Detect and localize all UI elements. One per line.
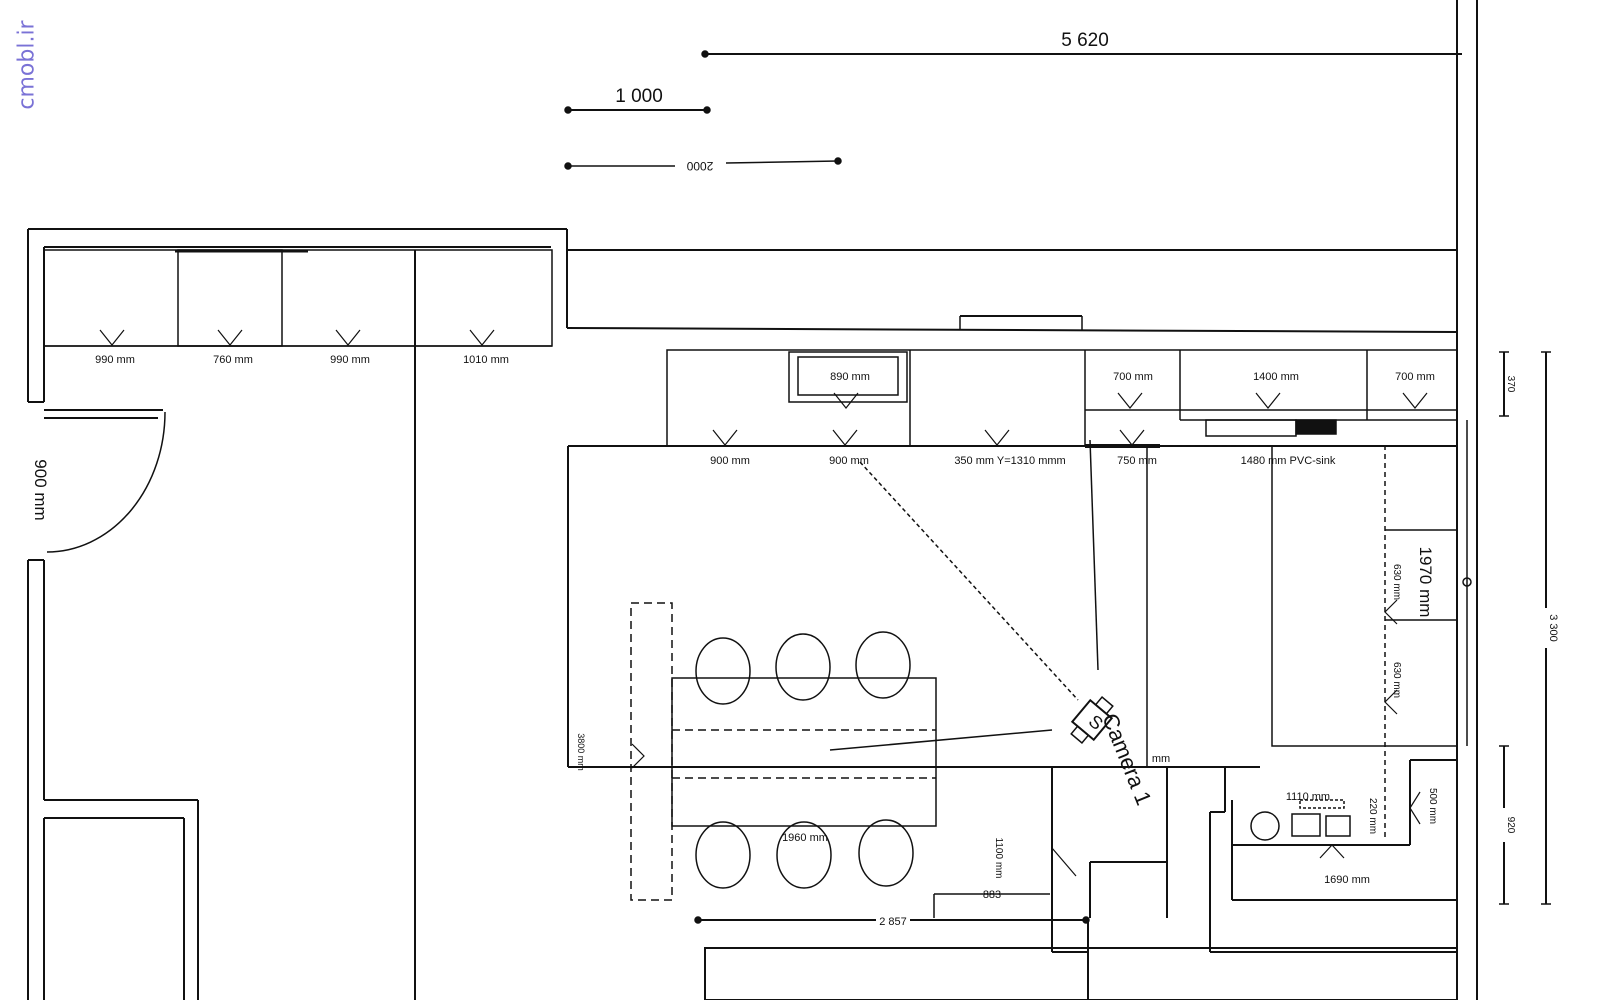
base-label-1: 900 mm bbox=[710, 455, 750, 467]
cabinet-label-1: 990 mm bbox=[95, 354, 135, 366]
dim-3300: 3 300 bbox=[1547, 614, 1559, 642]
dimension-lines-right bbox=[694, 351, 1551, 924]
lower-structure bbox=[704, 759, 1458, 1000]
camera-icon bbox=[1070, 696, 1114, 744]
camera-sightline bbox=[859, 461, 1079, 701]
dim-2857: 2 857 bbox=[879, 916, 907, 928]
dimension-lines-top bbox=[564, 50, 1462, 170]
chair bbox=[695, 637, 751, 705]
dim-370: 370 bbox=[1505, 376, 1516, 393]
island bbox=[567, 439, 1260, 901]
chair bbox=[858, 819, 914, 887]
upper-label-2: 700 mm bbox=[1113, 371, 1153, 383]
dim-500: 500 mm bbox=[1427, 788, 1438, 824]
upper-label-1: 890 mm bbox=[830, 371, 870, 383]
dim-630-a: 630 mm bbox=[1391, 564, 1402, 600]
chair bbox=[776, 821, 832, 889]
chairs bbox=[695, 631, 914, 889]
upper-kitchen-row bbox=[568, 315, 1458, 448]
base-label-4: 750 mm bbox=[1117, 455, 1157, 467]
dim-5620: 5 620 bbox=[1061, 30, 1109, 51]
cabinet-label-4: 1010 mm bbox=[463, 354, 509, 366]
dim-1100: 1100 mm bbox=[993, 838, 1004, 879]
upper-label-3: 1400 mm bbox=[1253, 371, 1299, 383]
cabinet-label-3: 990 mm bbox=[330, 354, 370, 366]
label-mm: mm bbox=[1152, 753, 1170, 765]
dim-1970: 1970 mm bbox=[1416, 547, 1435, 618]
base-label-2: 900 mm bbox=[829, 455, 869, 467]
base-label-3: 350 mm Y=1310 mmm bbox=[954, 455, 1065, 467]
label-1960: 1960 mm bbox=[782, 832, 828, 844]
sink-stove-fixtures bbox=[1250, 799, 1351, 841]
chair bbox=[695, 821, 751, 889]
dim-920: 920 bbox=[1505, 817, 1516, 834]
walls bbox=[27, 0, 1478, 1000]
dim-2000: 2000 bbox=[686, 159, 713, 173]
dim-3800: 3800 mm bbox=[576, 733, 586, 771]
dim-1000: 1 000 bbox=[615, 86, 663, 107]
label-1690: 1690 mm bbox=[1324, 874, 1370, 886]
cabinet-markers bbox=[99, 329, 1428, 877]
upper-label-4: 700 mm bbox=[1395, 371, 1435, 383]
right-cabinets bbox=[1150, 420, 1472, 838]
base-label-5: 1480 mm PVC-sink bbox=[1241, 455, 1336, 467]
left-cabinets bbox=[43, 249, 553, 347]
cabinet-label-2: 760 mm bbox=[213, 354, 253, 366]
dim-883: 883 bbox=[983, 889, 1001, 901]
dim-220: 220 mm bbox=[1367, 798, 1378, 834]
dim-door-900: 900 mm bbox=[31, 459, 50, 520]
labels: 5 620 1 000 2000 990 mm 760 mm 990 mm 10… bbox=[31, 30, 1559, 928]
chair bbox=[775, 633, 831, 701]
dim-630-b: 630 mm bbox=[1391, 662, 1402, 698]
label-1110: 1110 mm bbox=[1286, 791, 1330, 803]
chair bbox=[855, 631, 911, 699]
